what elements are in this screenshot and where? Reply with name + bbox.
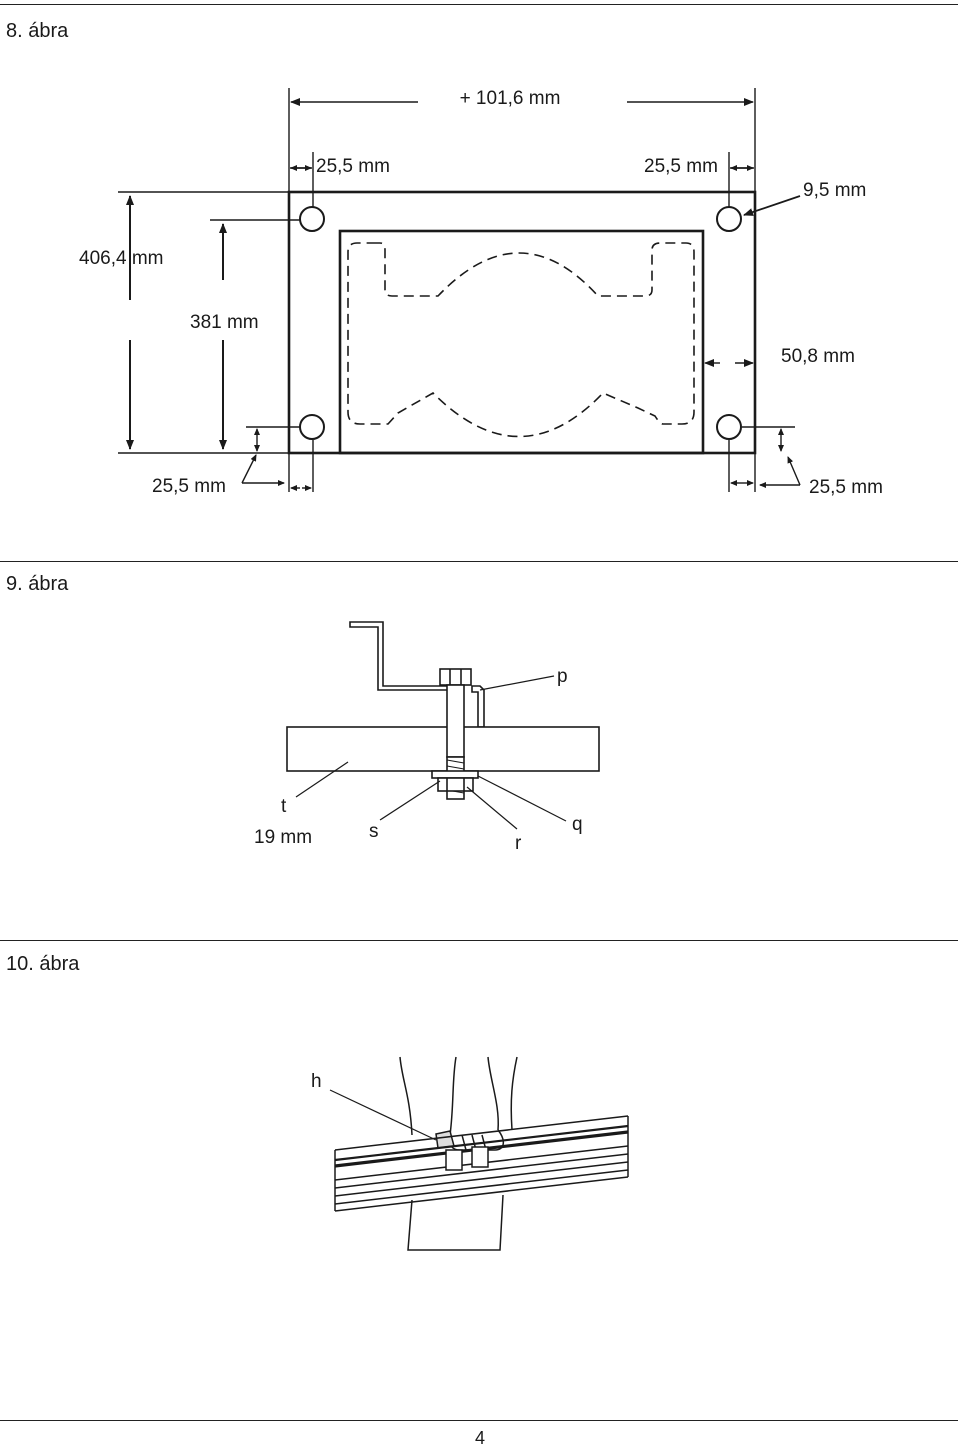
figure-9-diagram: p t 19 mm s r q: [254, 621, 600, 854]
figure-8-title: 8. ábra: [6, 20, 69, 42]
label-thickness: 19 mm: [254, 827, 312, 848]
dim-inner-height: 381 mm: [190, 312, 259, 333]
top-rule: [0, 4, 958, 5]
figure-10-title: 10. ábra: [6, 953, 80, 975]
figure-9-title: 9. ábra: [6, 573, 69, 595]
label-s: s: [369, 821, 379, 842]
person-left-edge: [399, 1056, 413, 1136]
dim-total-width: + 101,6 mm: [460, 88, 561, 109]
dim-left-hole-offset: 25,5 mm: [316, 156, 390, 177]
figure-10-illustration: h: [311, 1056, 629, 1251]
dim-bottom-right-offset: 25,5 mm: [809, 477, 883, 498]
figure-9-divider: [0, 940, 958, 941]
label-q: q: [572, 814, 583, 835]
dim-outer-height: 406,4 mm: [79, 248, 163, 269]
figure-8-divider: [0, 561, 958, 562]
label-r: r: [515, 833, 522, 854]
label-h: h: [311, 1071, 322, 1092]
dim-side-gap: 50,8 mm: [781, 346, 855, 367]
dim-bottom-left-offset: 25,5 mm: [152, 476, 226, 497]
label-t: t: [281, 796, 287, 817]
footer-rule: [0, 1420, 958, 1421]
label-p: p: [557, 666, 568, 687]
figure-8-diagram: + 101,6 mm 25,5 mm 25,5 mm 9,5 mm 406,4 …: [79, 88, 883, 498]
dim-hole-diameter: 9,5 mm: [803, 180, 866, 201]
dim-right-hole-offset: 25,5 mm: [644, 156, 718, 177]
page-number: 4: [474, 1428, 485, 1448]
